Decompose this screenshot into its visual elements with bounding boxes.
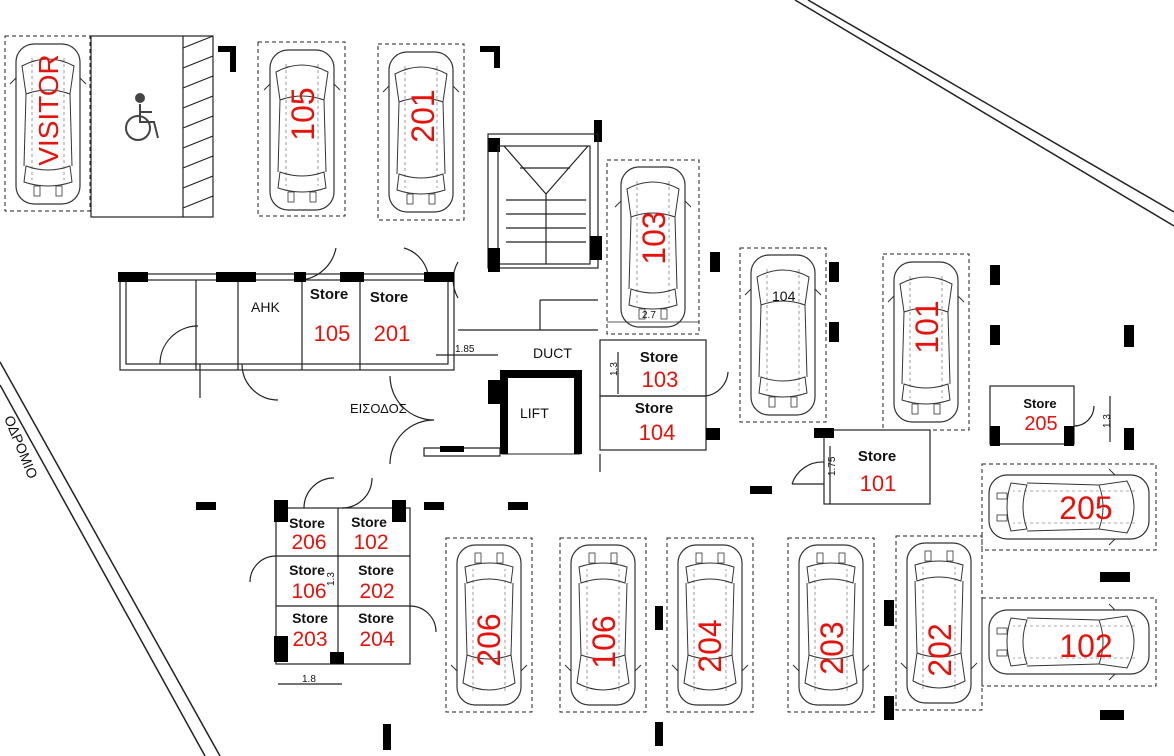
dimension: 1.3	[1102, 414, 1113, 428]
entrance-label: ΕΙΣΟΔΟΣ	[350, 401, 407, 416]
parking-label-101: 101	[909, 300, 945, 353]
store-number: 101	[860, 471, 897, 496]
duct-label: DUCT	[533, 345, 572, 361]
store-title: Store	[635, 400, 673, 417]
store-number: 204	[359, 628, 394, 651]
wall-fragments	[196, 46, 1134, 750]
store-title: Store	[358, 562, 394, 578]
store-number: 104	[639, 420, 676, 445]
store-number: 106	[291, 580, 326, 603]
store-title: Store	[289, 515, 325, 531]
parking-labels: VISITOR 105 201 103 104 101 205 102 206 …	[33, 54, 1113, 676]
store-labels: Store 105 Store 201 Store 103 Store 104 …	[289, 286, 1058, 651]
store-title: Store	[370, 289, 408, 306]
store-title: Store	[292, 610, 328, 626]
store-number: 105	[314, 321, 351, 346]
store-title: Store	[858, 448, 896, 465]
parking-label-106: 106	[586, 615, 622, 668]
core-walls	[488, 236, 602, 454]
store-number: 206	[291, 531, 326, 554]
store-number: 103	[642, 367, 679, 392]
store-title: Store	[351, 514, 387, 530]
dimension: 1.75	[827, 456, 838, 476]
parking-label-visitor: VISITOR	[33, 54, 64, 166]
store-title: Store	[640, 349, 678, 366]
store-number: 205	[1024, 413, 1057, 435]
parking-label-105: 105	[285, 87, 321, 140]
parking-label-206: 206	[471, 613, 507, 666]
store-center-walls	[706, 426, 1074, 446]
ahk-label: AHK	[251, 299, 280, 315]
store-title: Store	[310, 286, 348, 303]
lift-label: LIFT	[520, 405, 549, 421]
parking-label-103: 103	[636, 211, 672, 264]
stair-core	[458, 133, 599, 455]
parking-label-205: 205	[1059, 490, 1112, 526]
dimension: 1.8	[302, 674, 316, 685]
parking-bays	[4, 35, 1157, 713]
parking-label-203: 203	[814, 621, 850, 674]
store-cluster-walls	[274, 500, 406, 664]
store-rooms-center	[599, 339, 1111, 505]
parking-label-202: 202	[922, 623, 958, 676]
store-number: 202	[359, 580, 394, 603]
store-title: Store	[289, 562, 325, 578]
parking-label-201: 201	[405, 89, 441, 142]
room-block-left	[119, 247, 501, 465]
store-title: Store	[1023, 396, 1056, 411]
store-number: 201	[374, 321, 411, 346]
parking-label-102: 102	[1059, 628, 1112, 664]
dimension: 1.3	[609, 362, 620, 376]
store-number: 203	[292, 628, 327, 651]
dimension: 1.3	[326, 572, 337, 586]
wheelchair-icon	[125, 93, 159, 141]
room-block-left-walls	[118, 272, 464, 452]
dimension-labels: 1.85 2.7 1.3 1.75 1.3 1.3 1.8	[302, 310, 1113, 685]
dimension: 1.85	[455, 344, 475, 355]
dimension: 2.7	[642, 310, 656, 321]
accessible-bay	[90, 35, 214, 218]
parking-label-204: 204	[692, 619, 728, 672]
store-title: Store	[358, 610, 394, 626]
parking-label-104: 104	[772, 288, 796, 304]
store-number: 102	[353, 531, 388, 554]
